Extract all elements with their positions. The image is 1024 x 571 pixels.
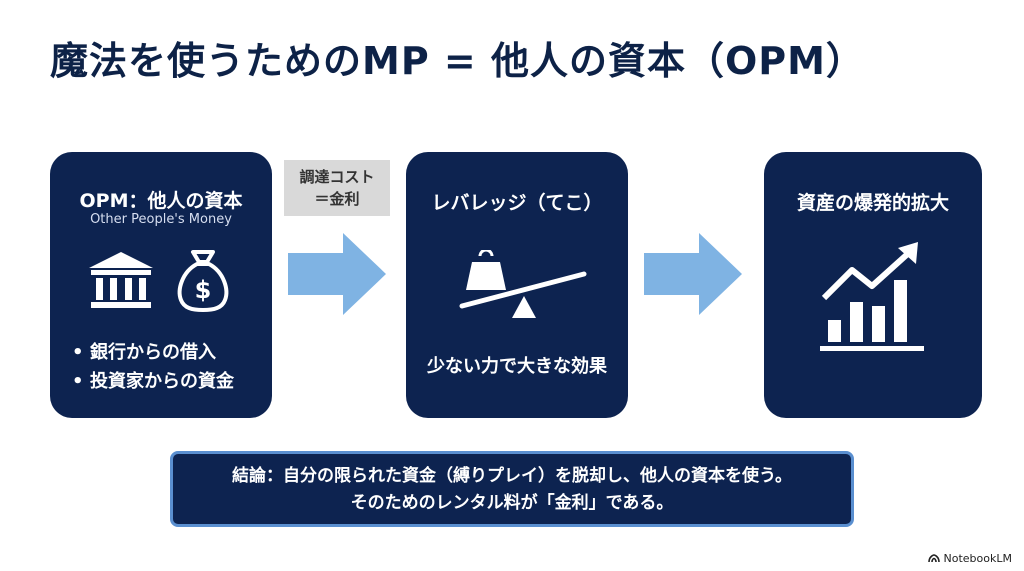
opm-bullet-list: •銀行からの借入 •投資家からの資金	[72, 338, 234, 396]
right-arrow-icon	[644, 233, 742, 315]
growth-card-title: 資産の爆発的拡大	[796, 192, 949, 214]
brand-label: NotebookLM	[943, 552, 1012, 565]
page-title: 魔法を使うためのMP = 他人の資本（OPM）	[50, 39, 865, 83]
growth-card: 資産の爆発的拡大	[764, 152, 982, 418]
leverage-card-title: レバレッジ（てこ）	[431, 192, 603, 214]
cost-label-line2: ＝金利	[314, 190, 360, 208]
leverage-card: レバレッジ（てこ） 少ない力で大きな効果	[406, 152, 628, 418]
list-item: •銀行からの借入	[72, 342, 216, 363]
growth-chart-icon	[820, 242, 924, 351]
cost-label-line1: 調達コスト	[299, 168, 375, 186]
conclusion-box: 結論：自分の限られた資金（縛りプレイ）を脱却し、他人の資本を使う。 そのためのレ…	[170, 451, 854, 527]
opm-card-subtitle: Other People's Money	[90, 212, 232, 227]
svg-text:$: $	[195, 276, 212, 304]
notebooklm-logo-icon	[927, 554, 940, 563]
list-item: •投資家からの資金	[72, 371, 234, 392]
conclusion-line1: 結論：自分の限られた資金（縛りプレイ）を脱却し、他人の資本を使う。	[232, 466, 792, 486]
money-bag-icon: $	[177, 250, 229, 312]
opm-card: OPM：他人の資本 Other People's Money $ •銀行からの借…	[50, 152, 272, 418]
right-arrow-icon	[288, 233, 386, 315]
conclusion-line2: そのためのレンタル料が「金利」である。	[350, 493, 674, 513]
lever-weight-icon	[459, 250, 587, 318]
brand-watermark: NotebookLM	[927, 552, 1012, 565]
bank-icon	[89, 252, 153, 308]
cost-label: 調達コスト ＝金利	[284, 160, 390, 216]
leverage-card-caption: 少ない力で大きな効果	[427, 356, 607, 377]
opm-card-title: OPM：他人の資本	[79, 190, 243, 212]
